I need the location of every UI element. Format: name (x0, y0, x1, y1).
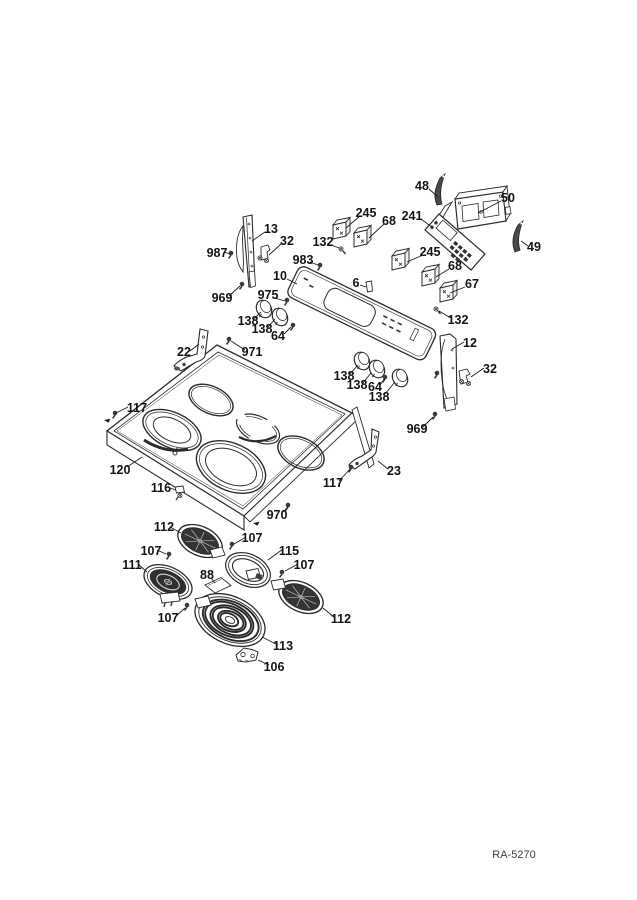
callout-983: 983 (293, 253, 314, 267)
element-111-dual (143, 564, 193, 608)
callout-113: 113 (273, 639, 293, 653)
callout-970: 970 (267, 508, 288, 522)
callout-12: 12 (463, 336, 477, 350)
callout-68-a: 68 (382, 214, 396, 228)
callout-107-b: 107 (141, 544, 162, 558)
arrow-970 (252, 520, 260, 527)
switch-245-left (332, 217, 351, 240)
callout-138-e: 138 (369, 390, 390, 404)
callout-107-a: 107 (242, 531, 263, 545)
callout-107-c: 107 (294, 558, 315, 572)
callout-68-b: 68 (448, 259, 462, 273)
bracket-106 (235, 647, 259, 663)
screw-132-left (338, 246, 347, 255)
callout-88: 88 (200, 568, 214, 582)
bracket-32-left (257, 244, 271, 263)
bracket-32-right (458, 368, 471, 386)
screw-132-right (433, 306, 442, 315)
screw-64-left (289, 321, 297, 332)
callout-112-b: 112 (331, 612, 351, 626)
glass-print-mark (172, 447, 178, 456)
callout-112-a: 112 (154, 520, 174, 534)
element-115-ring (225, 551, 271, 589)
clip-116 (174, 485, 186, 501)
clip-6 (365, 280, 373, 293)
callout-67: 67 (465, 277, 479, 291)
callout-32-a: 32 (280, 234, 294, 248)
callout-117-a: 117 (127, 401, 147, 415)
callout-987: 987 (207, 246, 228, 260)
side-trim-12 (439, 333, 458, 412)
clip-107-d (183, 601, 191, 612)
clip-107-c (278, 568, 286, 579)
element-112-top (171, 517, 229, 565)
element-112-top-terminal (209, 546, 226, 559)
clip-107-b (165, 550, 173, 561)
callout-132-b: 132 (448, 313, 469, 327)
bracket-22 (173, 328, 209, 372)
callout-49: 49 (527, 240, 541, 254)
callout-138-d: 138 (347, 378, 368, 392)
callout-969-b: 969 (407, 422, 428, 436)
knob-138-e (388, 365, 412, 391)
switch-68-left (353, 225, 372, 248)
callout-116: 116 (151, 481, 171, 495)
screw-975 (283, 296, 291, 307)
callout-969-a: 969 (212, 291, 233, 305)
screw-987 (227, 249, 235, 260)
callout-50: 50 (501, 191, 515, 205)
control-board-241 (424, 200, 486, 271)
callout-6: 6 (353, 276, 360, 290)
callout-138-a: 138 (238, 314, 259, 328)
glass-maintop-120 (105, 344, 375, 531)
callout-117-b: 117 (323, 476, 343, 490)
callout-labels: 48 50 241 49 245 68 132 13 32 987 983 24… (110, 179, 541, 861)
backguard-end-trim-49 (512, 219, 524, 253)
callout-22: 22 (177, 345, 191, 359)
screw-983 (316, 261, 324, 272)
callout-132-a: 132 (313, 235, 334, 249)
callout-106: 106 (264, 660, 285, 674)
bracket-23 (348, 428, 380, 470)
callout-64-a: 64 (271, 329, 285, 343)
callout-138-c: 138 (334, 369, 355, 383)
callout-245-b: 245 (420, 245, 441, 259)
doc-code: RA-5270 (492, 849, 535, 861)
element-112-right-terminal (270, 578, 287, 591)
callout-23: 23 (387, 464, 401, 478)
callout-120: 120 (110, 463, 131, 477)
screw-12-mount (433, 369, 441, 380)
switch-245-right (391, 248, 410, 271)
screw-969-left (238, 280, 246, 291)
screw-971 (225, 335, 233, 346)
leader-lines (115, 188, 529, 666)
callout-111: 111 (122, 558, 142, 572)
callout-32-b: 32 (483, 362, 497, 376)
callout-241: 241 (402, 209, 423, 223)
callout-13: 13 (264, 222, 278, 236)
callout-975: 975 (258, 288, 279, 302)
control-panel-10 (287, 266, 437, 361)
arrow-117-left (103, 417, 111, 424)
element-113-large (194, 592, 266, 648)
callout-971: 971 (242, 345, 263, 359)
screw-117-right (347, 463, 355, 474)
screw-117-left (111, 409, 119, 420)
callout-138-b: 138 (252, 322, 273, 336)
callout-10: 10 (273, 269, 287, 283)
callout-107-d: 107 (158, 611, 179, 625)
clip-107-a (228, 540, 236, 551)
backguard-end-trim-48 (434, 172, 446, 206)
screw-969-right (431, 410, 439, 421)
side-trim-13 (236, 214, 256, 289)
switch-68-right (421, 264, 440, 287)
knob-138-b (268, 304, 292, 330)
callout-64-b: 64 (368, 380, 382, 394)
callout-245-a: 245 (356, 206, 377, 220)
callout-48: 48 (415, 179, 429, 193)
callout-115: 115 (279, 544, 299, 558)
